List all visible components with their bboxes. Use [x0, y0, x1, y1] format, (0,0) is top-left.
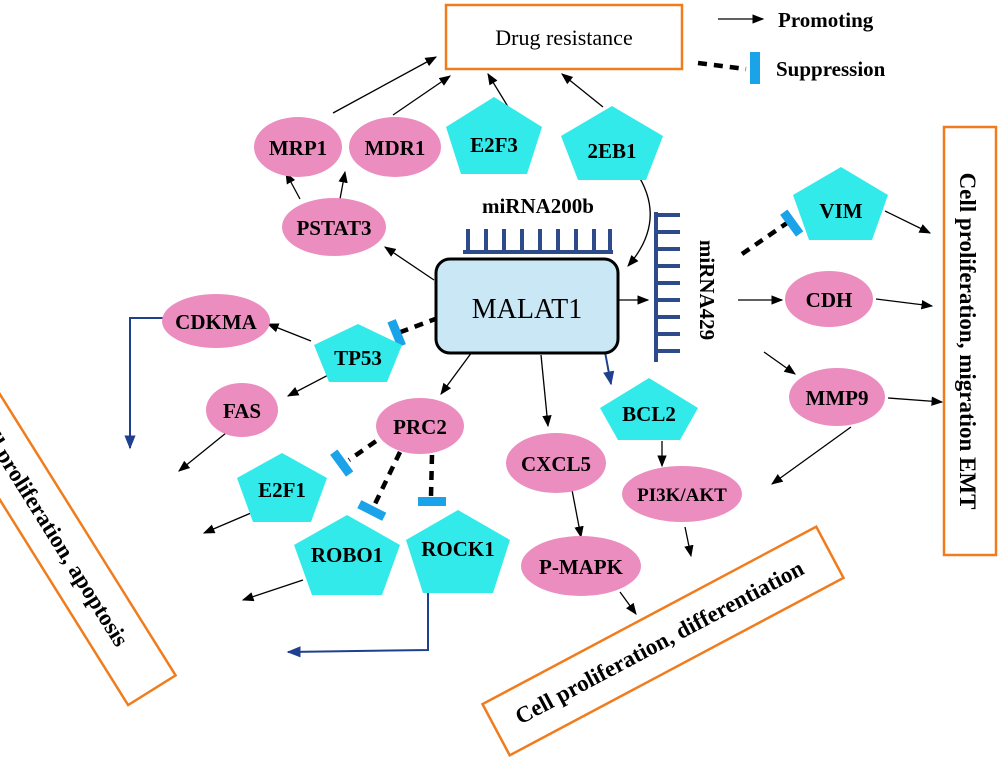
- oval-pmapk: P-MAPK: [521, 536, 641, 596]
- oval-mdr1: MDR1: [349, 117, 441, 177]
- oval-mrp1: MRP1: [254, 117, 342, 177]
- promoting-arrows: [178, 56, 944, 615]
- pmapk-label: P-MAPK: [539, 555, 624, 579]
- pentagon-robo1: ROBO1: [294, 515, 400, 595]
- legend-suppression-line: [697, 60, 747, 72]
- e2f1-label: E2F1: [258, 478, 306, 502]
- blue-arrows: [124, 317, 615, 658]
- pentagon-bcl2: BCL2: [600, 378, 698, 440]
- robo1-label: ROBO1: [311, 543, 383, 567]
- pstat3-label: PSTAT3: [296, 216, 371, 240]
- cdkma-label: CDKMA: [175, 310, 257, 334]
- migration-emt-label: Cell proliferation, migration EMT: [955, 173, 980, 510]
- legend-suppression-label: Suppression: [776, 57, 886, 81]
- zeb1-label: 2EB1: [587, 139, 636, 163]
- pentagon-e2f3: E2F3: [446, 97, 542, 174]
- mirna429-comb: miRNA429: [654, 212, 719, 362]
- oval-pi3k-akt: PI3K/AKT: [622, 466, 742, 522]
- tp53-label: TP53: [334, 346, 382, 370]
- oval-mmp9: MMP9: [789, 368, 885, 426]
- drug-resistance-label: Drug resistance: [495, 25, 632, 50]
- legend: Promoting Suppression: [697, 8, 886, 84]
- mirna200b-comb: miRNA200b: [463, 194, 613, 254]
- pentagon-2eb1: 2EB1: [561, 106, 663, 180]
- mmp9-label: MMP9: [806, 386, 869, 410]
- apoptosis-label: Cell proliferation, apoptosis: [0, 405, 133, 650]
- pentagon-tp53: TP53: [314, 324, 402, 382]
- oval-cdkma: CDKMA: [162, 294, 270, 348]
- migration-emt-box: Cell proliferation, migration EMT: [942, 125, 998, 557]
- malat1-label: MALAT1: [472, 294, 582, 325]
- pentagon-e2f1: E2F1: [237, 453, 327, 522]
- oval-prc2: PRC2: [376, 398, 464, 454]
- e2f3-label: E2F3: [470, 133, 518, 157]
- mrp1-label: MRP1: [269, 136, 327, 160]
- pentagon-rock1: ROCK1: [406, 510, 510, 593]
- rock1-label: ROCK1: [421, 537, 495, 561]
- oval-pstat3: PSTAT3: [282, 198, 386, 256]
- fas-label: FAS: [223, 399, 261, 423]
- oval-fas: FAS: [206, 383, 278, 437]
- legend-promoting-label: Promoting: [778, 8, 874, 32]
- bcl2-label: BCL2: [622, 402, 676, 426]
- cxcl5-label: CXCL5: [521, 452, 591, 476]
- mirna429-label: miRNA429: [695, 240, 719, 340]
- mdr1-label: MDR1: [365, 136, 426, 160]
- cdh-label: CDH: [806, 288, 853, 312]
- legend-suppression-bar: [750, 52, 760, 84]
- prc2-label: PRC2: [393, 415, 447, 439]
- vim-label: VIM: [819, 199, 862, 223]
- pentagon-vim: VIM: [793, 167, 888, 240]
- oval-cdh: CDH: [785, 271, 873, 327]
- malat1-node: MALAT1: [434, 257, 620, 355]
- oval-cxcl5: CXCL5: [506, 433, 606, 493]
- drug-resistance-box: Drug resistance: [444, 3, 684, 71]
- pi3k-akt-label: PI3K/AKT: [637, 485, 727, 506]
- mirna200b-label: miRNA200b: [482, 194, 594, 218]
- apoptosis-box: Cell proliferation, apoptosis: [0, 341, 178, 707]
